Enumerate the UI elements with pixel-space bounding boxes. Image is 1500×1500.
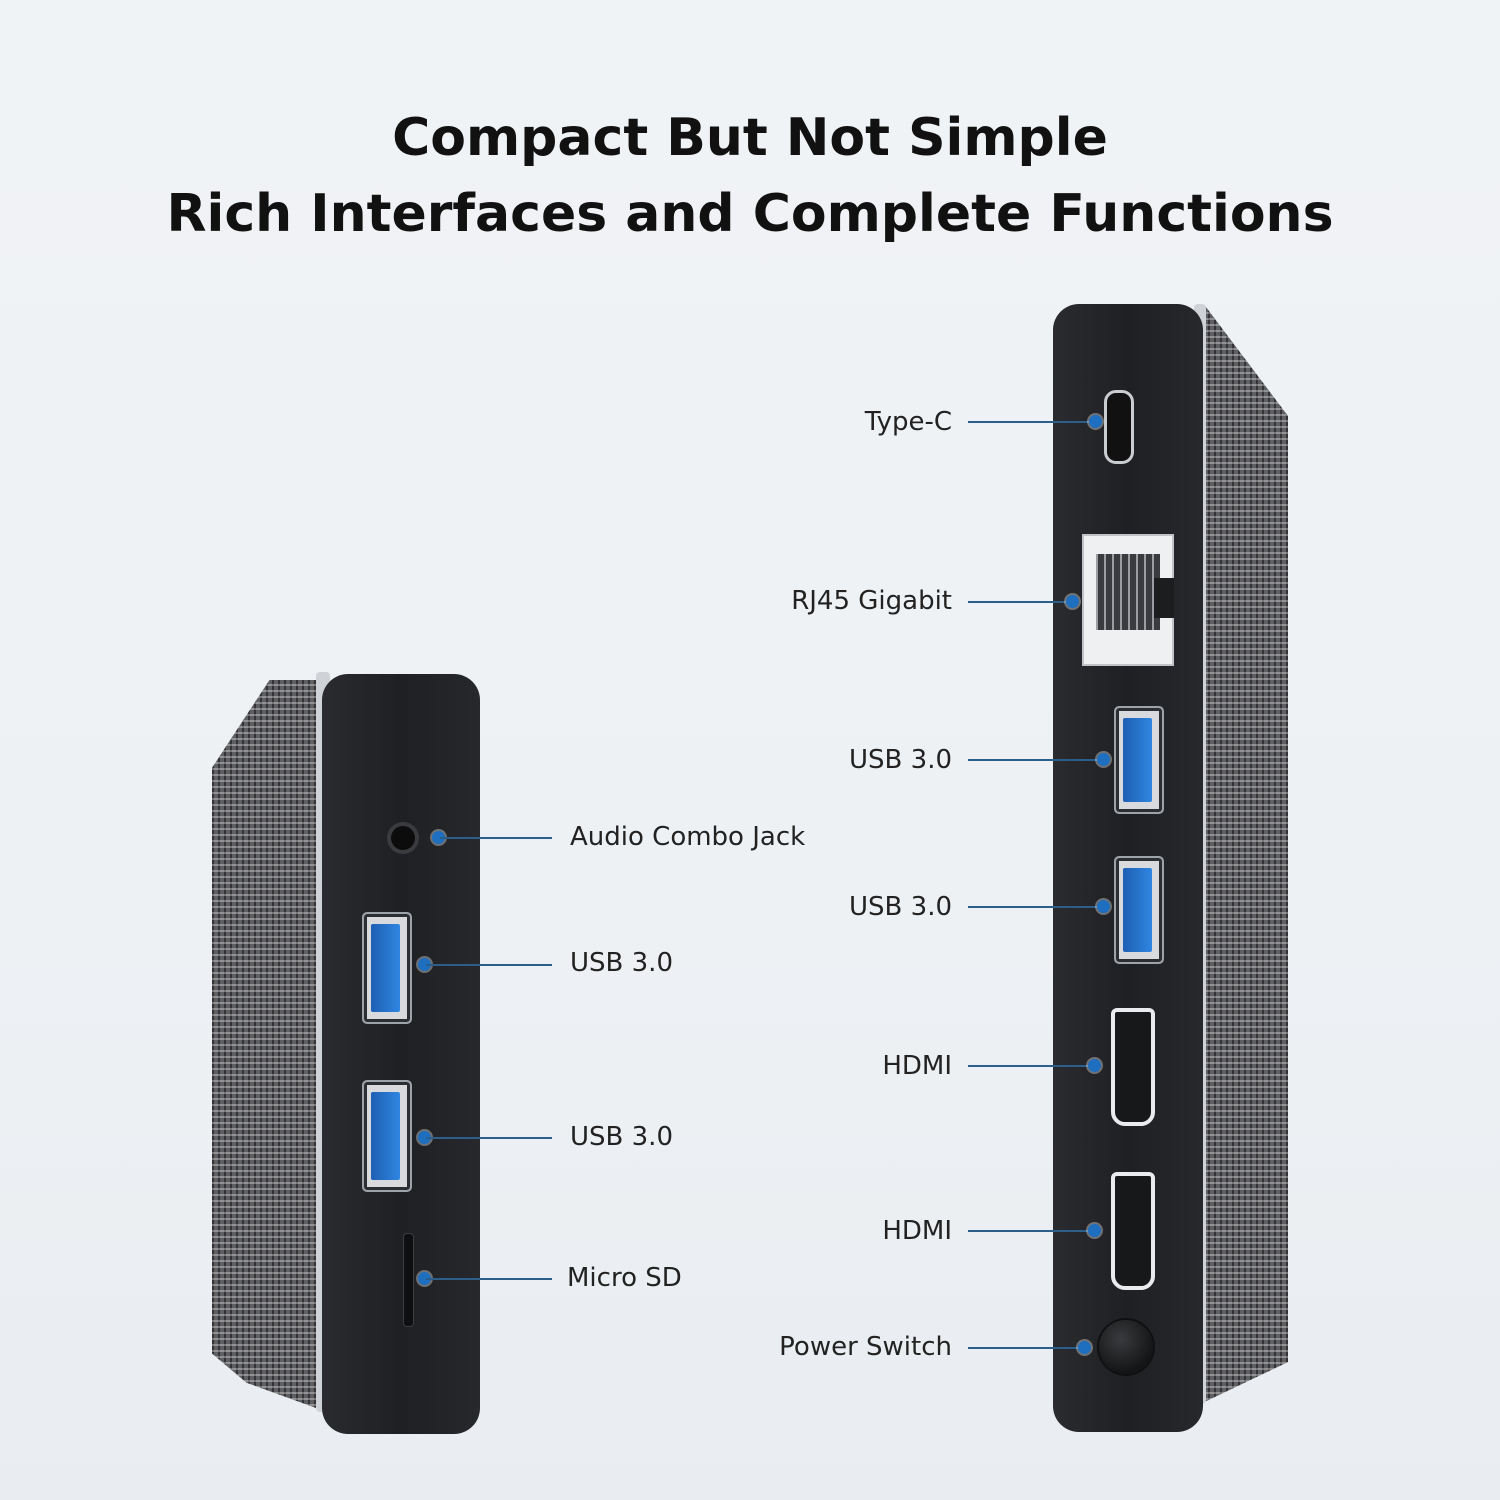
- power-switch-button: [1099, 1320, 1153, 1374]
- label-micro-sd: Micro SD: [567, 1263, 682, 1293]
- right-usb-port-1: [1114, 706, 1164, 814]
- label-left-usb-2: USB 3.0: [570, 1122, 673, 1152]
- hdmi-port-1: [1111, 1008, 1155, 1126]
- label-power-switch: Power Switch: [779, 1332, 952, 1362]
- left-usb-port-1: [362, 912, 412, 1024]
- type-c-port: [1104, 390, 1134, 464]
- audio-jack-port: [391, 826, 415, 850]
- left-usb-port-2: [362, 1080, 412, 1192]
- label-right-usb-2: USB 3.0: [849, 892, 952, 922]
- hdmi-port-2: [1111, 1172, 1155, 1290]
- right-usb-port-2: [1114, 856, 1164, 964]
- left-device-side-texture: [212, 680, 327, 1412]
- label-left-usb-1: USB 3.0: [570, 948, 673, 978]
- label-right-usb-1: USB 3.0: [849, 745, 952, 775]
- label-hdmi-2: HDMI: [882, 1216, 952, 1246]
- label-type-c: Type-C: [864, 407, 952, 437]
- micro-sd-slot: [404, 1234, 413, 1326]
- headline-line-2: Rich Interfaces and Complete Functions: [166, 184, 1334, 244]
- headline-line-1: Compact But Not Simple: [392, 108, 1108, 168]
- label-rj45: RJ45 Gigabit: [791, 586, 952, 616]
- rj45-port: [1082, 534, 1174, 666]
- label-hdmi-1: HDMI: [882, 1051, 952, 1081]
- left-device-front-panel: [322, 674, 480, 1434]
- label-audio-combo-jack: Audio Combo Jack: [570, 822, 806, 852]
- right-device-side-texture: [1196, 306, 1288, 1406]
